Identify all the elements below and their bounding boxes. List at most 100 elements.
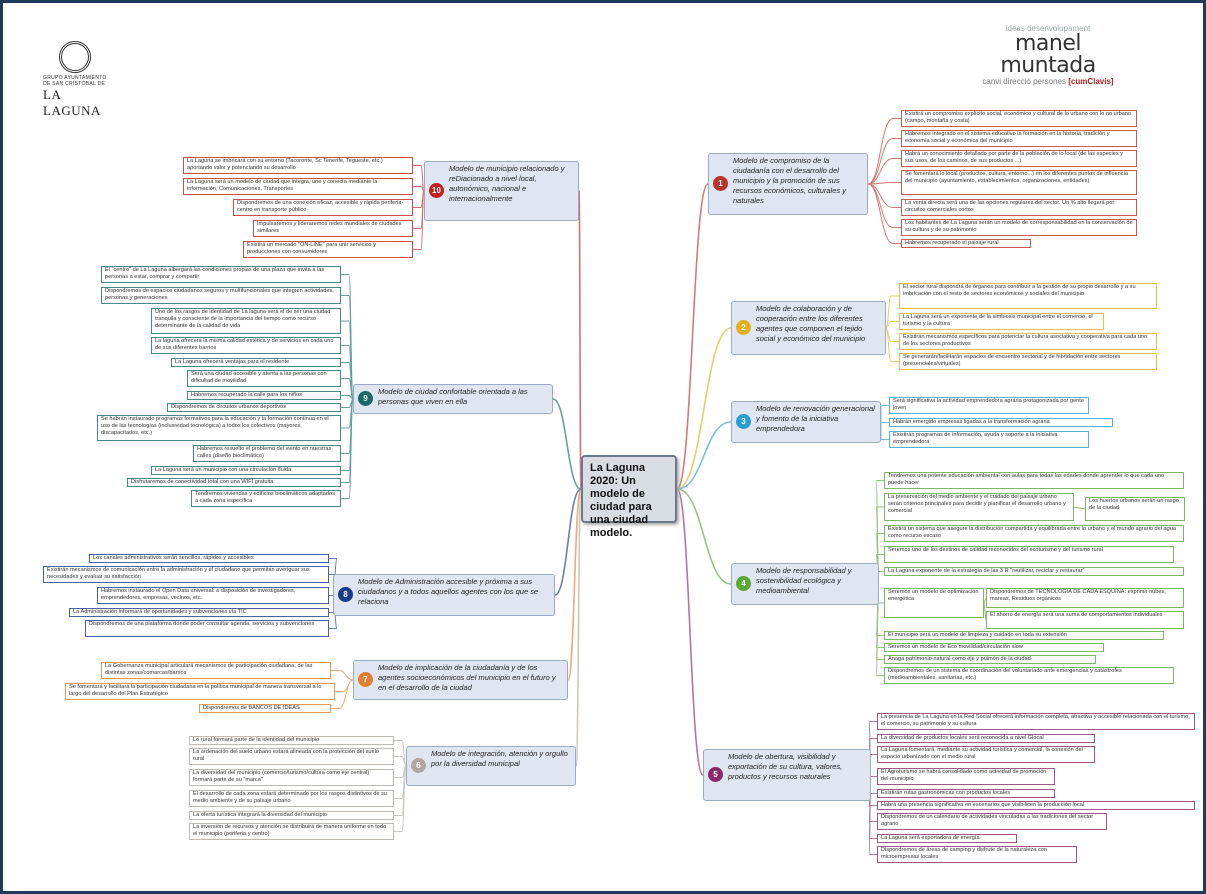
laguna-seal-icon xyxy=(59,41,91,73)
b1-leaf[interactable]: Habremos integrado en el sistema educati… xyxy=(901,130,1137,147)
b1-leaf[interactable]: Habremos recuperado el paisaje rural xyxy=(901,239,1031,248)
b10-leaf[interactable]: Existirá un mercado "ON-LINE" para unir … xyxy=(243,241,413,258)
b1-leaf[interactable]: Existirá un compromiso explícito social,… xyxy=(901,110,1137,127)
b5-leaf[interactable]: Existirán rutas gastronómicas con produc… xyxy=(877,789,1055,798)
b10-leaf[interactable]: La Laguna será un modelo de ciudad que i… xyxy=(183,178,413,195)
b1-leaf[interactable]: Habrá un conocimiento detallado por part… xyxy=(901,150,1137,167)
connector xyxy=(578,190,582,490)
b9-leaf[interactable]: El "centro" de La Laguna albergará las c… xyxy=(101,266,341,283)
b2-leaf[interactable]: El sector rural dispondrá de órganos par… xyxy=(899,283,1157,309)
b6-leaf[interactable]: El desarrollo de cada zona estará determ… xyxy=(189,790,394,807)
b6-leaf[interactable]: La inversión de recursos y atención se d… xyxy=(189,823,394,840)
b4-subleaf[interactable]: El ahorro de energía será una suma de co… xyxy=(986,611,1184,629)
connector xyxy=(331,670,354,681)
b5-leaf[interactable]: La Laguna fomentará, mediante su activid… xyxy=(877,746,1095,763)
b5-leaf[interactable]: Habrá una presencia significativa en esc… xyxy=(877,801,1195,810)
b8-leaf[interactable]: Habremos instaurado el Open Data univers… xyxy=(97,587,329,604)
branch-label: Modelo de integración, atención y orgull… xyxy=(431,749,568,768)
b4-leaf[interactable]: Seremos un modelo de Eco movilidad/circu… xyxy=(884,643,1104,652)
b4-subleaf[interactable]: Dispondremos de TECNOLOGÍA DE CADA ESQUI… xyxy=(986,588,1184,608)
b10-leaf[interactable]: La Laguna se imbricará con su entorno (T… xyxy=(183,157,413,174)
connector xyxy=(676,421,732,490)
branch-number-icon: 9 xyxy=(358,391,373,406)
b9-leaf[interactable]: La Laguna será un municipio con una circ… xyxy=(151,466,341,475)
b4-leaf[interactable]: La preservación del medio ambiente y el … xyxy=(884,493,1074,521)
connector xyxy=(1073,506,1086,510)
b5-leaf[interactable]: Dispondremos de un calendario de activid… xyxy=(877,813,1107,830)
b6-leaf[interactable]: La ordenación del suelo urbano estará al… xyxy=(189,748,394,765)
branch-b9[interactable]: 9 Modelo de ciudad confortable orientada … xyxy=(353,384,553,414)
b9-leaf[interactable]: Tendremos viviendas y edificios bioclimá… xyxy=(191,490,341,507)
connector xyxy=(552,398,582,490)
b2-leaf[interactable]: La Laguna será un exponente de la simbio… xyxy=(899,313,1104,330)
b4-subleaf[interactable]: Los huertos urbanos serán un rasgo de la… xyxy=(1085,497,1185,521)
b7-leaf[interactable]: Se fomentará y facilitará la participaci… xyxy=(65,683,335,700)
b9-leaf[interactable]: Se habrán instaurado programas formativo… xyxy=(97,415,341,441)
b5-leaf[interactable]: Dispondremos de áreas de camping y disfr… xyxy=(877,846,1077,863)
b2-leaf[interactable]: Existirán mecanismos específicos para po… xyxy=(899,333,1157,350)
connector xyxy=(867,158,901,185)
b5-leaf[interactable]: El Agroturismo se habrá consolidado como… xyxy=(877,768,1055,785)
b5-leaf[interactable]: La diversidad de productos locales será … xyxy=(877,734,1095,743)
b9-leaf[interactable]: Será una ciudad accesible y atenta a las… xyxy=(187,370,341,387)
b4-leaf[interactable]: Existirá un sistema que asegure la distr… xyxy=(884,525,1184,542)
b8-leaf[interactable]: La Administración informará de oportunid… xyxy=(69,608,329,617)
b3-leaf[interactable]: Existirán programas de información, ayud… xyxy=(889,431,1089,448)
b8-leaf[interactable]: Existirán mecanismos de comunicación ent… xyxy=(43,566,329,583)
b1-leaf[interactable]: La venta directa será una de las opcione… xyxy=(901,199,1137,216)
branch-number-icon: 8 xyxy=(338,587,353,602)
b9-leaf[interactable]: Habremos recuperado la calle para los ni… xyxy=(187,391,341,400)
branch-label: Modelo de colaboración y de cooperación … xyxy=(756,304,866,343)
b3-leaf[interactable]: Habrán emergido empresas ligadas a la tr… xyxy=(889,418,1113,427)
connector xyxy=(413,186,425,192)
b8-leaf[interactable]: Dispondremos de una plataforma donde pod… xyxy=(85,620,329,637)
b5-leaf[interactable]: La presencia de La Laguna en la Red Soci… xyxy=(877,713,1195,730)
branch-label: Modelo de ciudad confortable orientada a… xyxy=(378,387,528,406)
connector xyxy=(676,488,704,776)
b6-leaf[interactable]: La diversidad del municipio (comercio/tu… xyxy=(189,769,394,786)
laguna-logo-big: LA LAGUNA xyxy=(43,87,101,118)
b10-leaf[interactable]: Dispondremos de una conexión eficaz, acc… xyxy=(233,199,413,216)
b6-leaf[interactable]: Lo rural formará parte de la identidad d… xyxy=(189,736,394,745)
b4-leaf[interactable]: La Laguna exponente de la estrategia de … xyxy=(884,567,1184,576)
b4-leaf[interactable]: Anaga patrimonio natural como eje y pulm… xyxy=(884,655,1096,664)
b9-leaf[interactable]: Uno de los rasgos de identidad de La lag… xyxy=(151,308,341,334)
b9-leaf[interactable]: Dispondremos de espacios ciudadanos segu… xyxy=(101,287,341,304)
b5-leaf[interactable]: La Laguna será exportadora de energía xyxy=(877,834,1017,843)
connector xyxy=(983,602,987,621)
b7-leaf[interactable]: Dispondremos de BANCOS DE IDEAS xyxy=(199,704,331,713)
central-topic[interactable]: La Laguna 2020: Un modelo de ciudad para… xyxy=(581,455,677,539)
b3-leaf[interactable]: Será significativa la actividad emprende… xyxy=(889,397,1089,414)
b9-leaf[interactable]: La laguna ofrecerá la misma calidad esté… xyxy=(151,337,341,354)
connector xyxy=(341,378,354,400)
b9-leaf[interactable]: La Laguna ofrecerá ventajas para el resi… xyxy=(171,358,341,367)
b4-leaf[interactable]: El municipio será un modelo de limpieza … xyxy=(884,631,1164,640)
connector xyxy=(676,327,732,490)
b1-leaf[interactable]: Los habitantes de La Laguna serán un mod… xyxy=(901,219,1137,236)
b9-leaf[interactable]: Disfrutaremos de conectividad total con … xyxy=(127,478,341,487)
b9-leaf[interactable]: Habremos resuelto el problema del viento… xyxy=(193,445,341,462)
b4-leaf[interactable]: Seremos un modelo de optimización energé… xyxy=(884,588,984,618)
b4-leaf[interactable]: Tendremos una potente educación ambienta… xyxy=(884,472,1184,489)
b4-leaf[interactable]: Dispondremos de un sistema de coordinaci… xyxy=(884,667,1174,684)
branch-label: Modelo de municipio relacionado y reDiac… xyxy=(449,164,565,203)
b2-leaf[interactable]: Se generarán/facilitarán espacios de enc… xyxy=(899,353,1157,370)
b8-leaf[interactable]: Los canales administrativos serán sencil… xyxy=(89,554,329,563)
connector xyxy=(885,321,899,329)
b7-leaf[interactable]: La Gobernanza municipal articulará mecan… xyxy=(101,662,331,679)
b9-leaf[interactable]: Dispondremos de circuitos urbanos deport… xyxy=(167,403,341,412)
muntada-tag-1: ideas desenvolupament xyxy=(1005,24,1091,33)
b10-leaf[interactable]: Impulsaremos y lideraremos redes mundial… xyxy=(253,220,413,237)
b6-leaf[interactable]: La oferta turística integrará la diversi… xyxy=(189,811,394,820)
b1-leaf[interactable]: Se fomentará lo local (productos, cultur… xyxy=(901,170,1137,195)
b4-leaf[interactable]: Seremos uno de los destinos de calidad r… xyxy=(884,546,1174,563)
